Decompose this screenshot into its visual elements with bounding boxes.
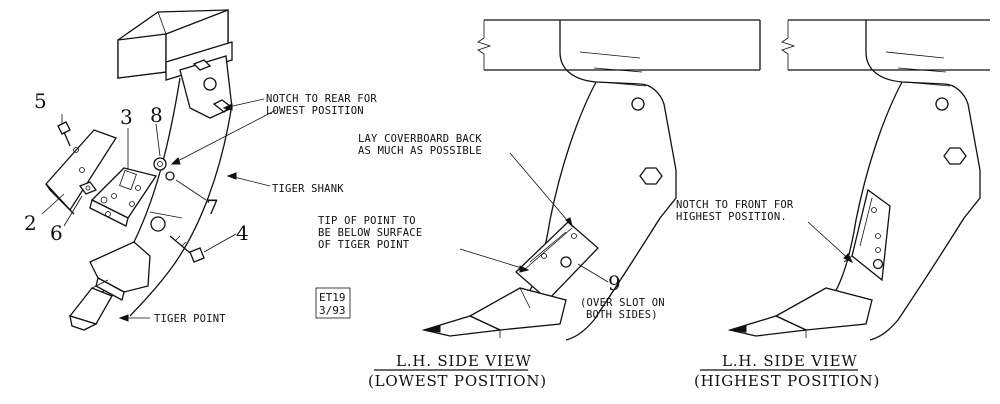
part-7-washer (165, 171, 175, 181)
coverboard-highest (851, 188, 891, 282)
part-number-8: 8 (150, 103, 163, 127)
notch-front-label-line1: NOTCH TO FRONT FOR (676, 199, 794, 211)
side-view-highest (727, 19, 990, 341)
part-4-bolt (169, 235, 205, 263)
lay-coverboard-label-line2: AS MUCH AS POSSIBLE (358, 145, 482, 157)
tip-of-point-label-line3: OF TIGER POINT (318, 239, 410, 251)
highest-view-subtitle: (HIGHEST POSITION) (694, 372, 880, 390)
lowest-view-subtitle: (LOWEST POSITION) (368, 372, 547, 390)
part-number-6: 6 (50, 221, 63, 245)
notch-front-label-line2: HIGHEST POSITION. (676, 211, 787, 223)
exploded-view (41, 9, 277, 331)
lowest-view-title: L.H. SIDE VIEW (396, 352, 532, 370)
notch-rear-label-line2: LOWEST POSITION (266, 105, 364, 117)
side-view-lowest (421, 19, 761, 341)
lay-coverboard-label-line1: LAY COVERBOARD BACK (358, 133, 482, 145)
part-8-nut (153, 157, 167, 171)
over-slot-label-line1: (OVER SLOT ON (580, 297, 665, 309)
part-number-2: 2 (24, 211, 37, 235)
tiger-shank-label: TIGER SHANK (272, 183, 344, 195)
over-slot-label-line2: BOTH SIDES) (586, 309, 658, 321)
coverboard (45, 129, 117, 215)
notch-rear-label-line1: NOTCH TO REAR FOR (266, 93, 377, 105)
tiger-point-label: TIGER POINT (154, 313, 226, 325)
part-number-5: 5 (34, 89, 47, 113)
part-6-nut (78, 181, 98, 195)
bracket-bolt-upper (631, 97, 645, 111)
part-number-4: 4 (236, 221, 249, 245)
bracket-bolt-lower (639, 167, 663, 185)
part-number-3: 3 (120, 105, 133, 129)
bracket-bolt-lower-right (943, 147, 967, 165)
part-number-7: 7 (206, 195, 219, 219)
part-number-9: 9 (608, 271, 621, 295)
part-5-bolt (57, 121, 71, 147)
part-3-bracket (89, 167, 158, 227)
drawing-stamp: ET19 3/93 (315, 287, 351, 319)
tiger-point (68, 241, 151, 331)
tip-of-point-label-line2: BE BELOW SURFACE (318, 227, 422, 239)
shank-hole (150, 216, 166, 232)
tip-of-point-label-line1: TIP OF POINT TO (318, 215, 416, 227)
bracket-bolt-upper-right (935, 97, 949, 111)
coverboard-lowest (515, 221, 599, 301)
highest-view-title: L.H. SIDE VIEW (722, 352, 858, 370)
stamp-date: 3/93 (319, 304, 346, 317)
stamp-code: ET19 (319, 291, 346, 304)
